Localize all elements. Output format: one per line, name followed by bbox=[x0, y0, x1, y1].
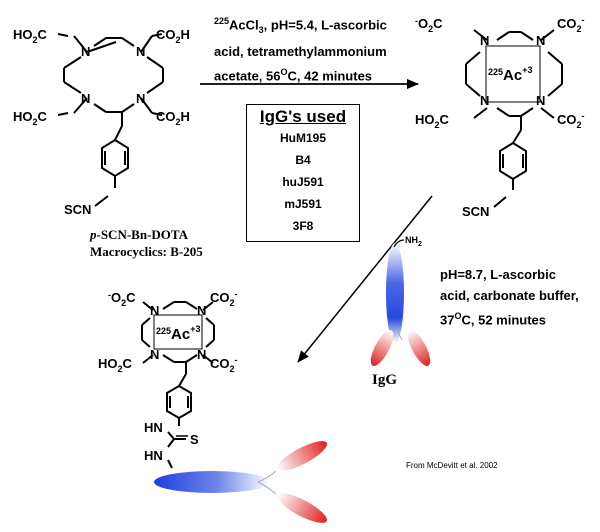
svg-text:HN: HN bbox=[144, 420, 163, 435]
igg-antibody-free: NH2 bbox=[370, 235, 431, 366]
igg-list-item: mJ591 bbox=[284, 197, 322, 211]
reaction-2-conditions: pH=8.7, L-ascorbic acid, carbonate buffe… bbox=[440, 267, 579, 328]
svg-text:N: N bbox=[136, 44, 145, 59]
svg-text:NH2: NH2 bbox=[405, 235, 422, 248]
svg-text:CO2H: CO2H bbox=[156, 109, 190, 127]
igg-list-box: IgG's used HuM195 B4 huJ591 mJ591 3F8 bbox=[246, 104, 360, 242]
svg-text:SCN: SCN bbox=[64, 202, 91, 217]
svg-text:HO2C: HO2C bbox=[415, 112, 450, 130]
svg-text:N: N bbox=[536, 93, 545, 108]
igg-list-title: IgG's used bbox=[259, 107, 347, 126]
svg-text:-O2C: -O2C bbox=[415, 16, 443, 34]
svg-text:N: N bbox=[150, 347, 159, 362]
igg-list-item: huJ591 bbox=[282, 175, 324, 189]
svg-text:N: N bbox=[480, 93, 489, 108]
svg-text:N: N bbox=[81, 91, 90, 106]
svg-text:HO2C: HO2C bbox=[13, 109, 48, 127]
svg-text:HN: HN bbox=[144, 448, 163, 463]
svg-text:CO2-: CO2- bbox=[557, 15, 585, 34]
svg-text:-O2C: -O2C bbox=[108, 290, 136, 308]
igg-list-item: HuM195 bbox=[279, 131, 326, 145]
conjugate-atom-labels: N N N N -O2C CO2- HO2C CO2- 225Ac+3 HN S… bbox=[98, 289, 238, 463]
svg-text:N: N bbox=[136, 91, 145, 106]
svg-text:CO2-: CO2- bbox=[557, 111, 585, 130]
svg-text:CO2-: CO2- bbox=[210, 355, 238, 374]
igg-list-item: 3F8 bbox=[292, 219, 314, 233]
igg-label: IgG bbox=[372, 372, 398, 388]
svg-text:S: S bbox=[190, 432, 199, 447]
chelator-name: p-SCN-Bn-DOTA Macrocyclics: B-205 bbox=[90, 227, 203, 259]
svg-text:N: N bbox=[150, 303, 159, 318]
svg-text:N: N bbox=[536, 33, 545, 48]
svg-text:SCN: SCN bbox=[462, 204, 489, 219]
svg-text:CO2-: CO2- bbox=[210, 289, 238, 308]
chelator-structure bbox=[57, 33, 164, 207]
svg-text:HO2C: HO2C bbox=[13, 27, 48, 45]
chelator-atom-labels: N N N N HO2C CO2H HO2C CO2H SCN bbox=[13, 27, 190, 217]
svg-text:N: N bbox=[197, 347, 206, 362]
reaction-arrow-2 bbox=[297, 195, 433, 363]
chelator-catalog: Macrocyclics: B-205 bbox=[90, 244, 203, 259]
igg-antibody-conjugated bbox=[154, 441, 328, 523]
svg-text:CO2H: CO2H bbox=[156, 27, 190, 45]
svg-text:225Ac+3: 225Ac+3 bbox=[488, 65, 532, 84]
conjugate-structure bbox=[141, 301, 215, 469]
igg-list-item: B4 bbox=[295, 153, 311, 167]
svg-text:N: N bbox=[197, 303, 206, 318]
svg-text:HO2C: HO2C bbox=[98, 356, 133, 374]
ac-complex-atom-labels: N N N N -O2C CO2- HO2C CO2- 225Ac+3 SCN bbox=[415, 15, 585, 219]
svg-text:N: N bbox=[81, 44, 90, 59]
svg-text:225Ac+3: 225Ac+3 bbox=[156, 324, 200, 343]
reaction-1-conditions: 225AcCl3, pH=5.4, L-ascorbic acid, tetra… bbox=[214, 16, 387, 84]
ac-complex-structure bbox=[465, 29, 563, 208]
svg-text:N: N bbox=[480, 33, 489, 48]
source-credit: From McDevitt et al. 2002 bbox=[406, 461, 498, 470]
